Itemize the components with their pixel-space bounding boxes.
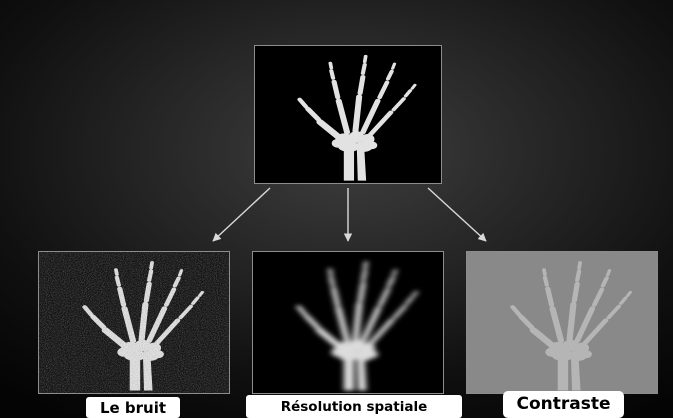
hand-xray-low-contrast: [467, 252, 657, 393]
arrow-to-noise: [213, 188, 270, 241]
hand-xray-blurred: [253, 252, 443, 393]
caption-noise: Le bruit: [86, 397, 180, 418]
hand-xray-noisy: [39, 252, 229, 393]
hand-xray-original: [255, 46, 441, 183]
original-xray-image: [254, 45, 442, 184]
arrow-to-contrast: [428, 188, 486, 241]
low-contrast-xray-image: [466, 251, 658, 394]
caption-contrast: Contraste: [503, 391, 624, 418]
noise-xray-image: [38, 251, 230, 394]
caption-spatial-resolution: Résolution spatiale: [246, 395, 462, 418]
blurred-xray-image: [252, 251, 444, 394]
